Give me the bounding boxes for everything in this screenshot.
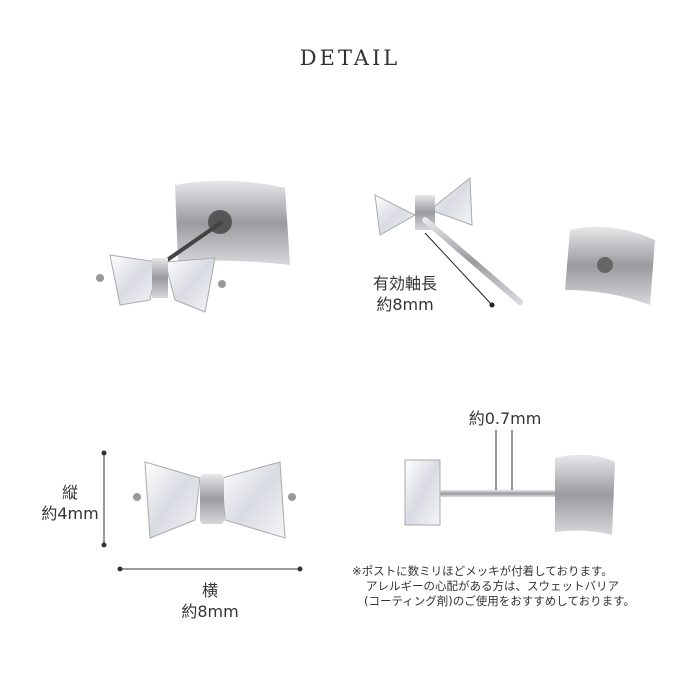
height-label: 縦 約4mm [30, 482, 110, 524]
earring-profile-photo [404, 430, 615, 535]
height-value: 約4mm [41, 504, 99, 523]
width-value: 約8mm [181, 602, 239, 621]
note-line-2: アレルギーの心配がある方は、スウェットバリア [366, 579, 619, 593]
plating-note: ※ポストに数ミリほどメッキが付着しております。 アレルギーの心配がある方は、スウ… [352, 564, 635, 609]
section-title: DETAIL [299, 46, 401, 70]
post-length-value: 約8mm [376, 295, 434, 314]
post-length-label: 有効軸長 約8mm [360, 273, 450, 315]
note-line-3: (コーティング剤)のご使用をおすすめしております。 [364, 594, 635, 608]
width-label: 横 約8mm [170, 580, 250, 622]
earring-front-photo [101, 450, 303, 572]
earring-with-back-photo [96, 180, 290, 313]
earring-side-photo [374, 176, 523, 308]
post-thickness-label: 約0.7mm [468, 409, 542, 428]
earring-back-photo [565, 226, 655, 305]
note-line-1: ※ポストに数ミリほどメッキが付着しております。 [352, 564, 613, 578]
height-title: 縦 [61, 483, 78, 502]
post-length-title: 有効軸長 [372, 274, 437, 293]
width-title: 横 [201, 581, 218, 600]
